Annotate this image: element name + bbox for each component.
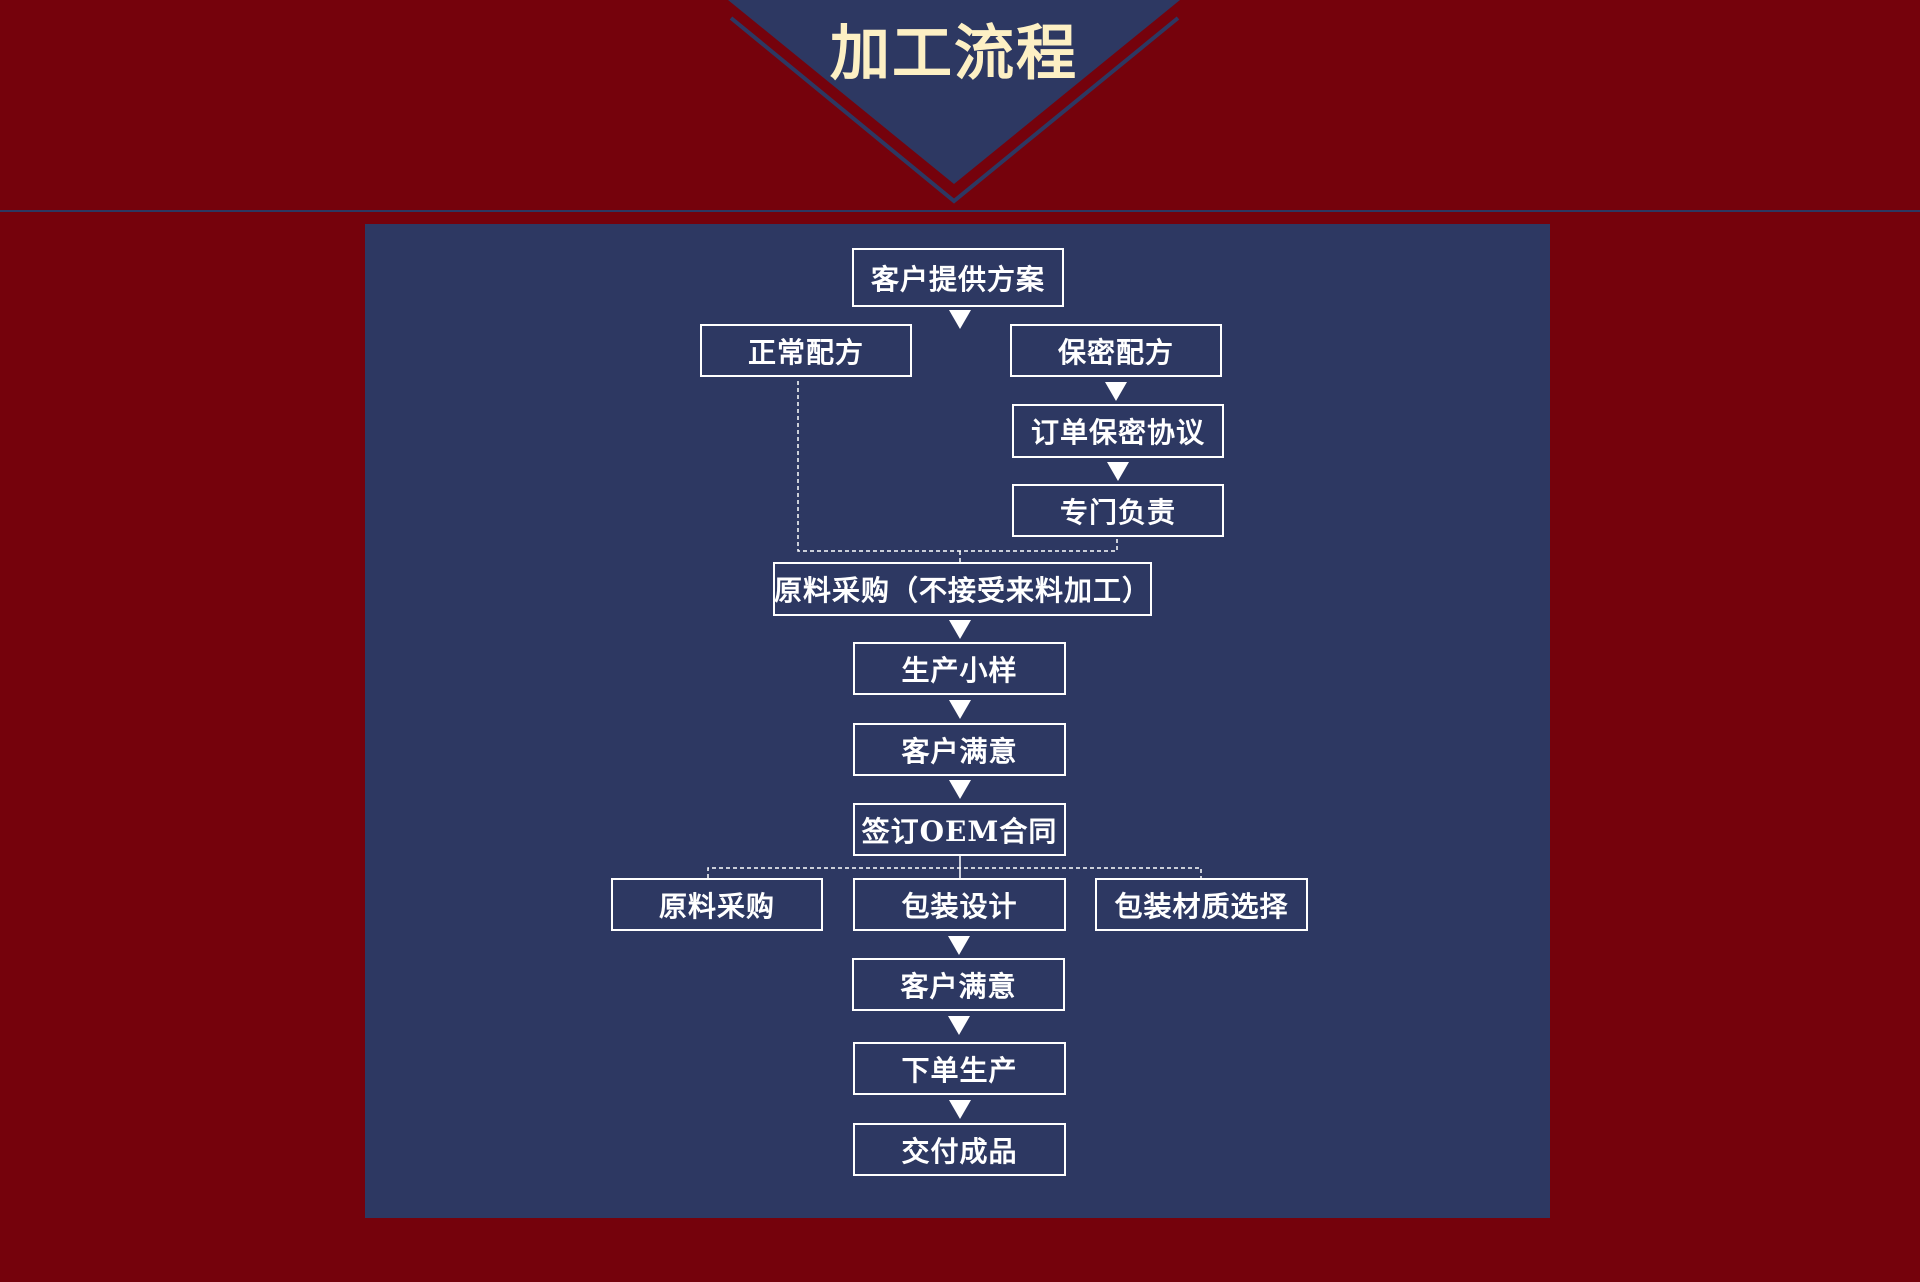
step-customer-satisfied-1: 客户满意 — [853, 723, 1066, 776]
step-material-purchase-note: 原料采购（不接受来料加工） — [773, 562, 1152, 616]
title-banner-triangle — [728, 0, 1180, 184]
step-secret-formula: 保密配方 — [1010, 324, 1222, 377]
header-decoration — [0, 0, 1920, 212]
down-arrow-icon — [949, 1100, 971, 1119]
down-arrow-icon — [948, 1016, 970, 1035]
title-banner-outline — [729, 16, 1180, 204]
down-arrow-icon — [949, 310, 971, 329]
step-packaging-design: 包装设计 — [853, 878, 1066, 931]
down-arrow-icon — [1105, 382, 1127, 401]
step-dedicated-staff: 专门负责 — [1012, 484, 1224, 537]
down-arrow-icon — [949, 620, 971, 639]
step-deliver-product: 交付成品 — [853, 1123, 1066, 1176]
step-customer-satisfied-2: 客户满意 — [852, 958, 1065, 1011]
step-packaging-material: 包装材质选择 — [1095, 878, 1308, 931]
step-customer-plan: 客户提供方案 — [852, 248, 1064, 307]
step-place-order: 下单生产 — [853, 1042, 1066, 1095]
down-arrow-icon — [1107, 462, 1129, 481]
step-material-purchase: 原料采购 — [611, 878, 823, 931]
down-arrow-icon — [949, 780, 971, 799]
down-arrow-icon — [949, 700, 971, 719]
step-normal-formula: 正常配方 — [700, 324, 912, 377]
down-arrow-icon — [948, 936, 970, 955]
step-order-nda: 订单保密协议 — [1012, 404, 1224, 458]
page-title: 加工流程 — [830, 19, 1078, 89]
step-sample-production: 生产小样 — [853, 642, 1066, 695]
step-sign-oem-contract: 签订OEM合同 — [853, 803, 1066, 856]
